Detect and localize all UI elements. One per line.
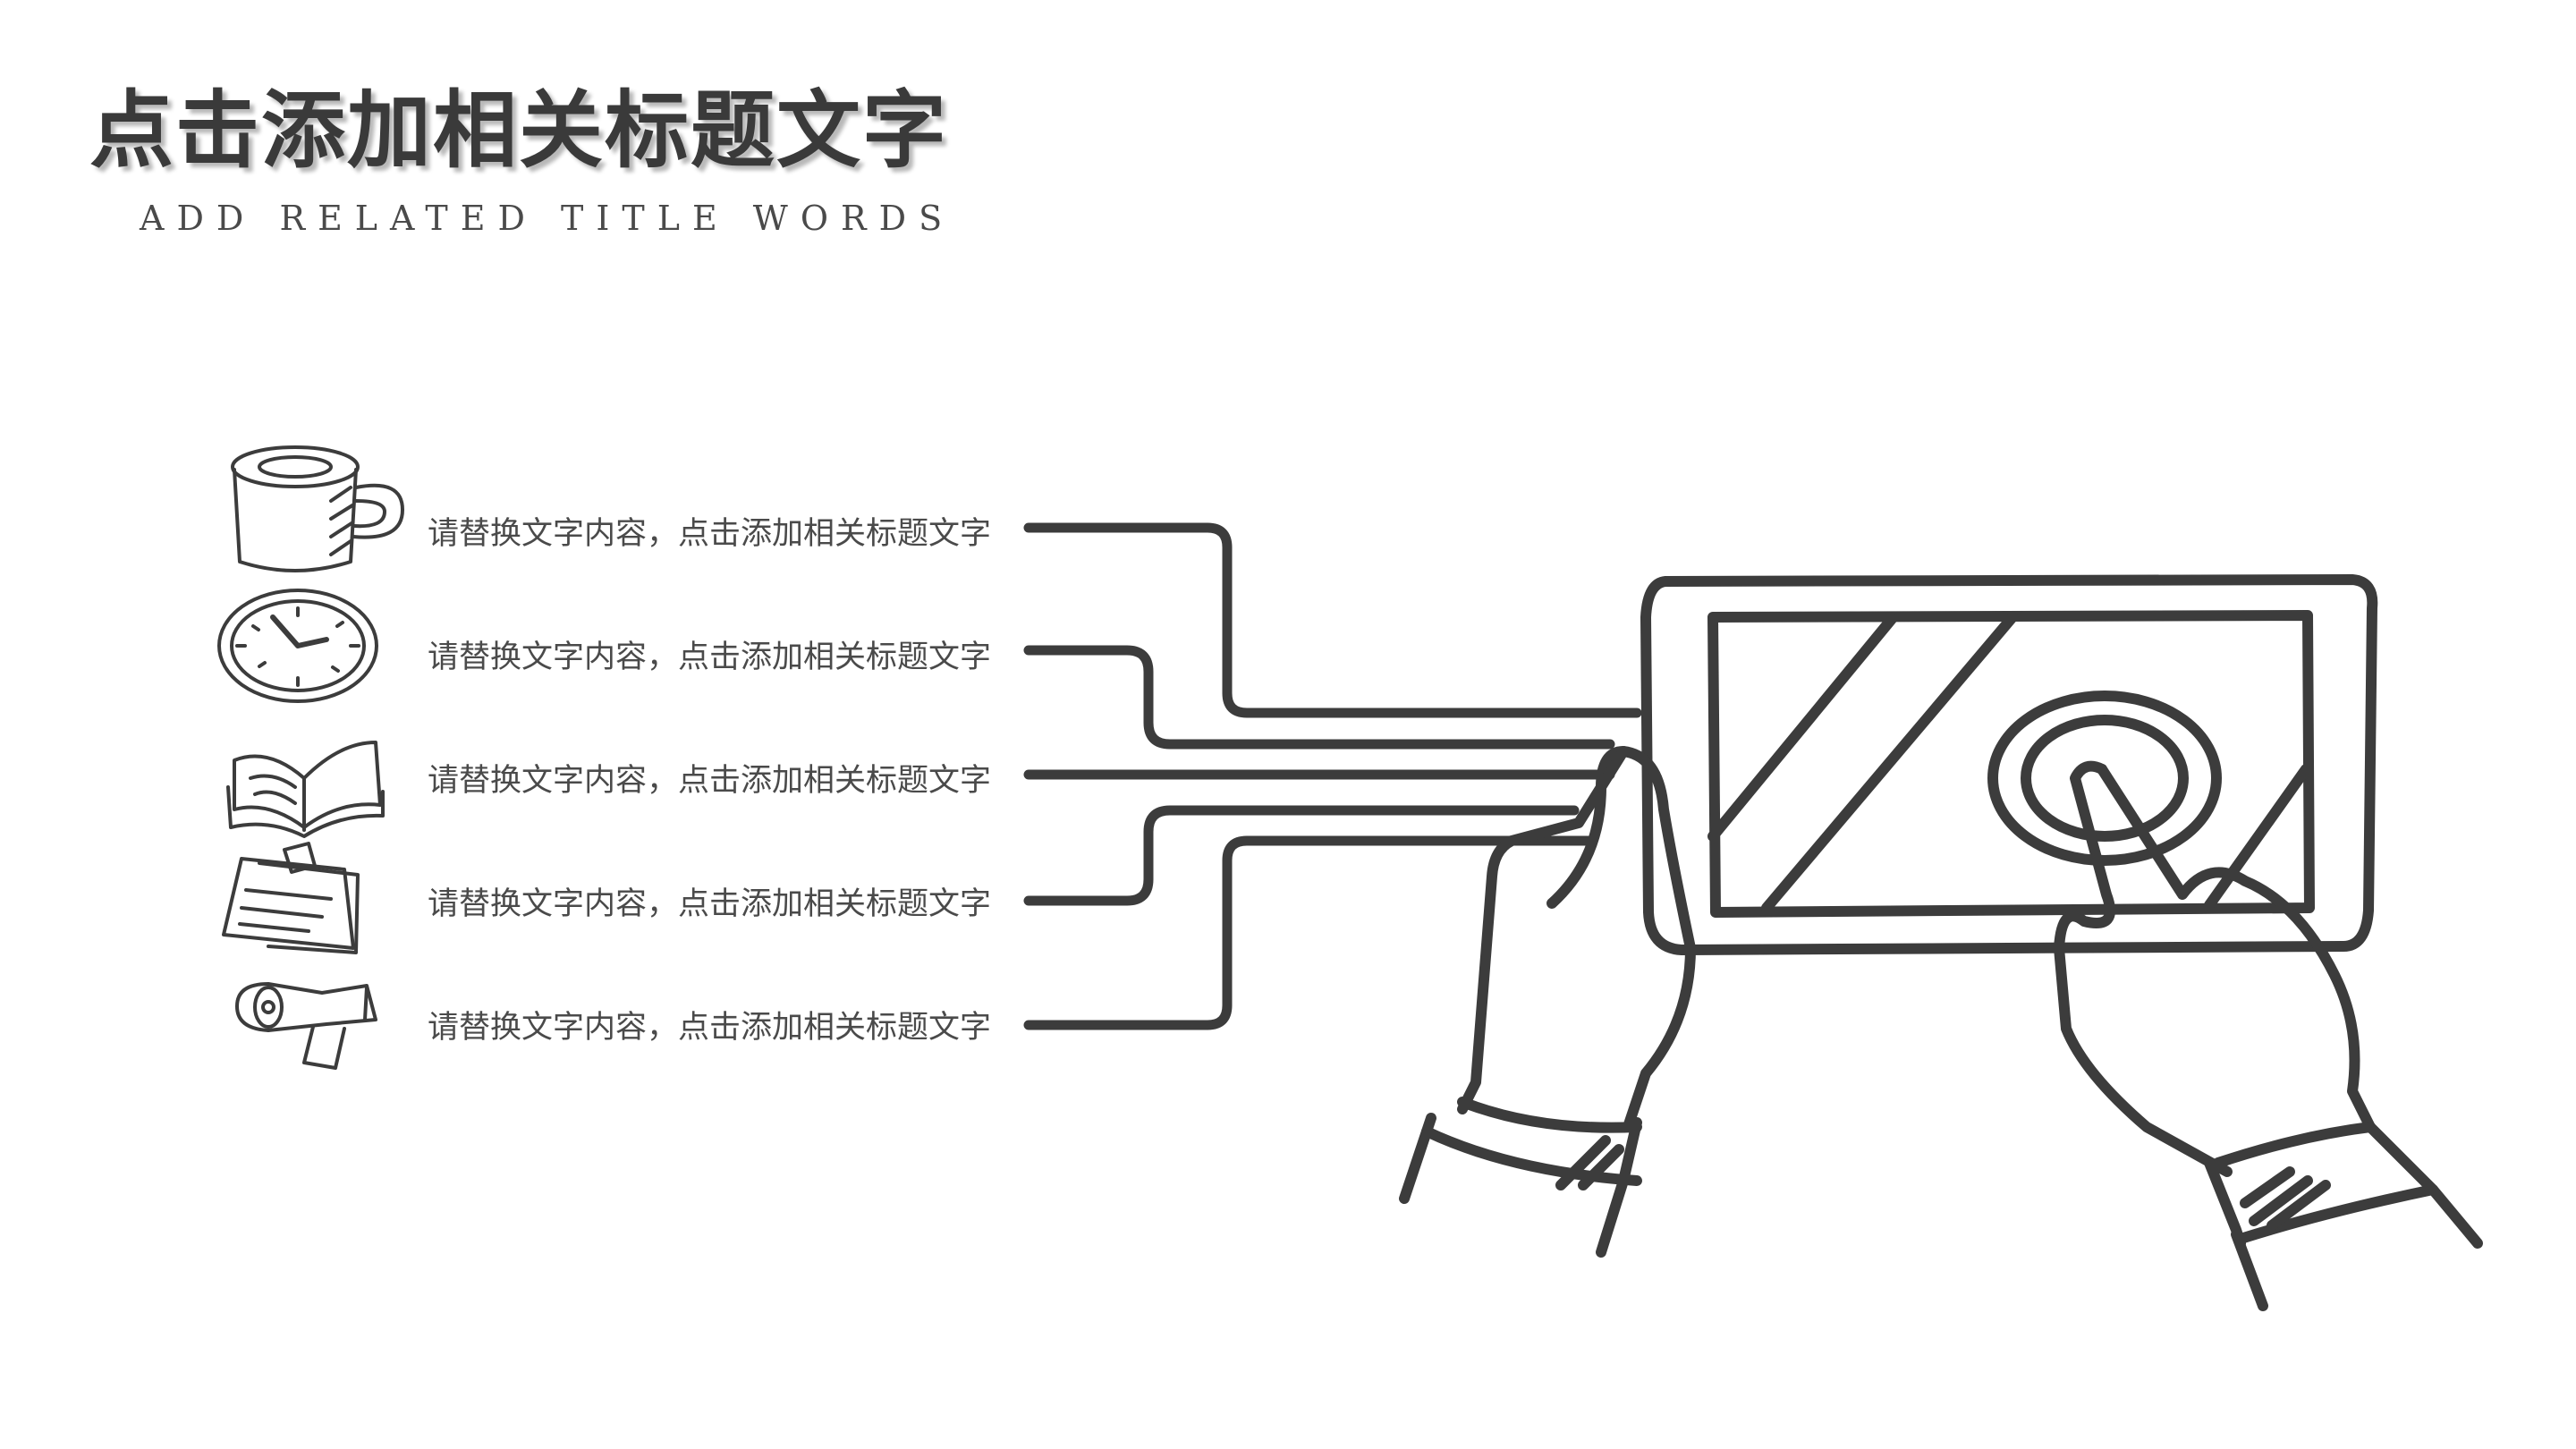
- notes-icon: [222, 842, 360, 954]
- connector-lines: [1023, 522, 1642, 1030]
- item-text-2: 请替换文字内容，点击添加相关标题文字: [428, 640, 992, 675]
- left-hand: [1399, 746, 1696, 1258]
- clock-icon: [217, 589, 378, 703]
- home-button-icon: [1987, 691, 2222, 866]
- tablet-device: [1640, 574, 2378, 955]
- item-text-4: 请替换文字内容，点击添加相关标题文字: [428, 886, 992, 922]
- coffee-cup-icon: [231, 445, 404, 572]
- page-title: 点击添加相关标题文字: [89, 81, 949, 180]
- open-book-icon: [226, 741, 385, 838]
- page-subtitle: ADD RELATED TITLE WORDS: [140, 199, 955, 238]
- right-hand: [2054, 760, 2483, 1311]
- item-text-1: 请替换文字内容，点击添加相关标题文字: [428, 516, 992, 552]
- megaphone-icon: [235, 982, 377, 1070]
- item-text-5: 请替换文字内容，点击添加相关标题文字: [428, 1010, 992, 1046]
- item-text-3: 请替换文字内容，点击添加相关标题文字: [428, 763, 992, 799]
